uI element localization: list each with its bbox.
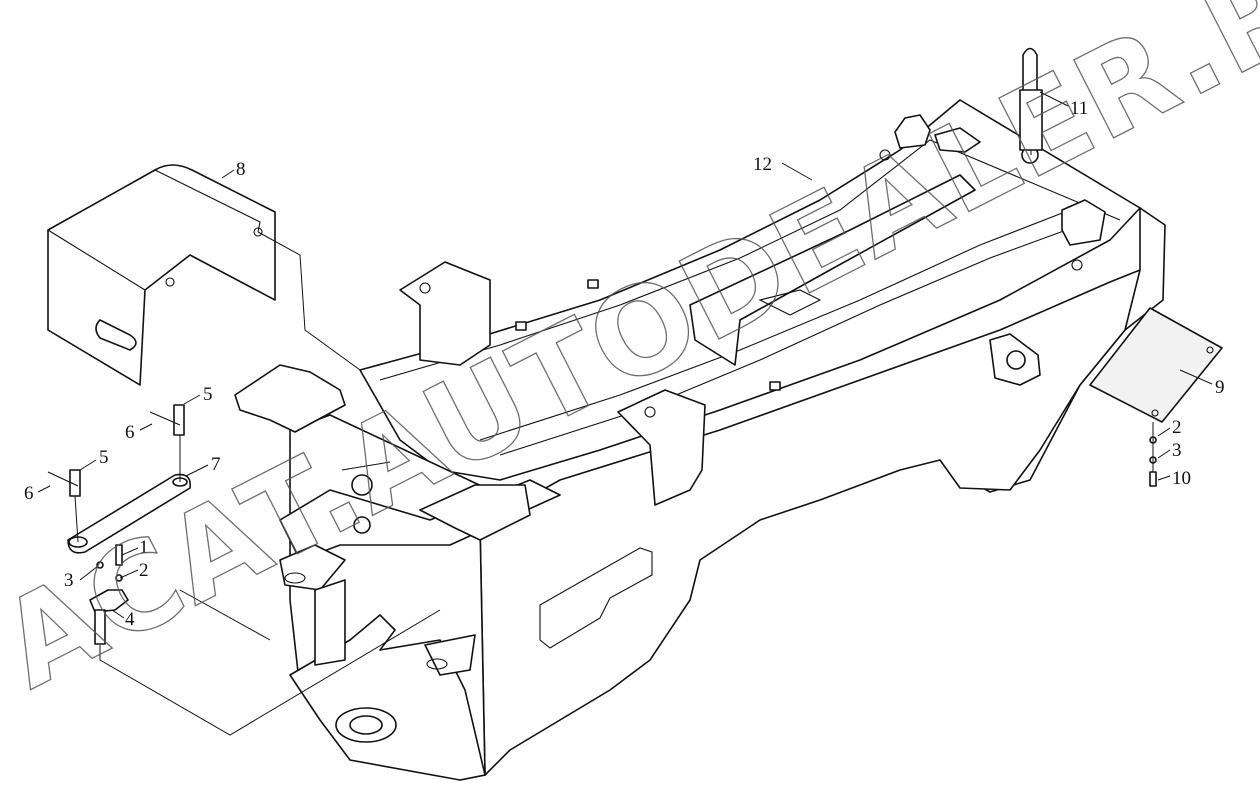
hood-cover-fold xyxy=(47,169,261,291)
callout-5: 5 xyxy=(99,447,109,468)
bracket-hole xyxy=(419,282,431,294)
hinge-eye xyxy=(284,572,306,584)
post-column xyxy=(314,579,346,666)
deck-stud xyxy=(769,381,781,391)
hinge-lug-lower xyxy=(424,634,476,676)
cover-hole xyxy=(165,277,175,287)
guide-line xyxy=(257,231,361,371)
callout-6: 6 xyxy=(125,422,135,443)
leader-3 xyxy=(79,565,99,581)
hinge-lug-upper xyxy=(279,544,346,591)
callout-5: 5 xyxy=(203,384,213,405)
leader-5 xyxy=(79,459,97,471)
main-frame xyxy=(234,99,1166,781)
callout-2: 2 xyxy=(1172,417,1182,438)
top-inner-channel xyxy=(479,209,1081,456)
leader-1 xyxy=(121,547,139,556)
leader-6 xyxy=(37,485,51,493)
leader-3 xyxy=(1157,449,1171,459)
top-cross-box xyxy=(689,174,976,366)
leader-10 xyxy=(1157,475,1171,481)
cross-box-notch xyxy=(758,289,822,316)
callout-11: 11 xyxy=(1070,98,1088,119)
hood-slot xyxy=(95,319,137,351)
pin-5-upper xyxy=(173,404,185,436)
callout-leaders xyxy=(37,91,1213,619)
callout-10: 10 xyxy=(1172,468,1191,489)
washer-3 xyxy=(96,561,104,569)
cover-hole xyxy=(253,227,263,237)
leader-2 xyxy=(119,569,139,579)
leader-2 xyxy=(1157,427,1171,437)
callout-1: 1 xyxy=(139,537,149,558)
hood-cover-top xyxy=(47,164,276,386)
front-bracket-left xyxy=(234,364,346,433)
leader-9 xyxy=(1179,369,1213,385)
post-hole-lower xyxy=(353,516,371,534)
pivot-pin xyxy=(94,609,106,645)
callout-4: 4 xyxy=(125,609,135,630)
plate-hole xyxy=(1206,346,1214,354)
guide-line xyxy=(74,495,79,543)
callout-3: 3 xyxy=(64,570,74,591)
pin-ring xyxy=(1022,47,1038,95)
upright-bracket-mid xyxy=(617,389,706,506)
cover-plate xyxy=(1089,307,1223,423)
deck-stud xyxy=(587,279,599,289)
end-hole xyxy=(1071,259,1083,271)
leader-7 xyxy=(185,464,209,477)
callout-3: 3 xyxy=(1172,440,1182,461)
callout-8: 8 xyxy=(236,159,246,180)
guide-line xyxy=(341,461,391,471)
split-pin-6-upper xyxy=(149,411,181,426)
plate-hole xyxy=(1151,409,1159,417)
bracket-hole xyxy=(644,406,656,418)
callout-12: 12 xyxy=(753,154,772,175)
leader-5 xyxy=(183,394,201,405)
callout-2: 2 xyxy=(139,560,149,581)
leader-4 xyxy=(111,609,125,619)
callout-labels: 1 2 3 4 5 5 6 6 7 8 9 2 3 10 11 12 xyxy=(24,98,1225,630)
lug-hole xyxy=(1006,350,1026,370)
top-bracket-right xyxy=(1061,199,1106,246)
leader-11 xyxy=(1039,91,1069,107)
post-hole-upper xyxy=(351,474,373,496)
hinge-eye xyxy=(426,658,448,670)
leader-8 xyxy=(221,169,235,179)
top-bracket-rear xyxy=(894,114,931,149)
top-rim xyxy=(379,139,1121,381)
bolt-10 xyxy=(1149,471,1157,487)
base-bore xyxy=(349,715,383,735)
leader-12 xyxy=(781,162,813,181)
upright-bracket-left xyxy=(399,261,491,366)
guide-line xyxy=(99,609,441,736)
top-plate-rear xyxy=(934,127,981,153)
side-wall-cutout xyxy=(539,547,653,649)
frame-side-wall xyxy=(479,269,1141,776)
lock-pin xyxy=(1019,47,1043,151)
callout-9: 9 xyxy=(1215,377,1225,398)
link-arm xyxy=(67,473,192,554)
hood-cover xyxy=(47,164,276,386)
leader-6 xyxy=(139,423,153,431)
split-pin-6-lower xyxy=(47,471,79,487)
deck-hole xyxy=(879,149,891,161)
callout-7: 7 xyxy=(211,454,221,475)
deck-stud xyxy=(515,321,527,331)
guide-line xyxy=(179,589,271,641)
assembly-lines xyxy=(74,150,1154,736)
callout-6: 6 xyxy=(24,483,34,504)
front-bracket-right xyxy=(419,484,531,541)
washer-2 xyxy=(115,574,123,582)
